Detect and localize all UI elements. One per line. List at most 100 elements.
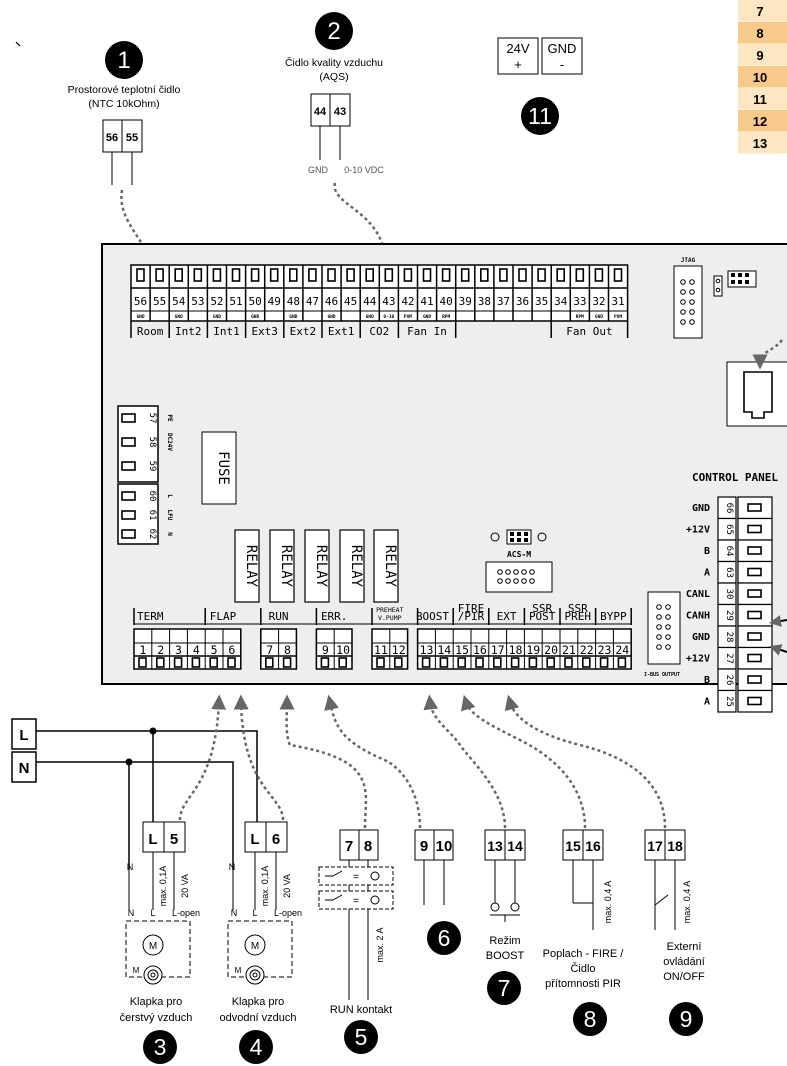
boost-caption-2: BOOST: [486, 950, 525, 962]
terminal-number: 36: [516, 295, 529, 308]
terminal-number: 44: [363, 295, 377, 308]
terminal-group-label: Ext2: [290, 325, 317, 338]
terminal-number: 43: [382, 295, 395, 308]
run-max-current: max. 2 A: [375, 927, 385, 962]
terminal-sublabel: 0-10: [383, 314, 394, 320]
ibus-header: [647, 591, 681, 665]
legend-item: 8: [756, 26, 763, 41]
ext-caption-3: ON/OFF: [663, 971, 705, 983]
terminal-sublabel: GND: [289, 314, 297, 320]
terminal-number: 42: [401, 295, 414, 308]
relay: [234, 529, 260, 603]
badge-4-number: 4: [250, 1034, 263, 1060]
relay-label: RELAY: [382, 545, 398, 588]
terminal-number: 47: [306, 295, 319, 308]
terminal-number: 4: [193, 643, 200, 657]
control-panel-label: GND: [692, 503, 710, 514]
terminal-screw: [346, 268, 355, 282]
badge-8-number: 8: [584, 1006, 597, 1032]
damper3-spring-icon: [143, 965, 163, 985]
terminal-number: 55: [153, 295, 166, 308]
legend-row: [738, 88, 787, 110]
terminal-sublabel: GND: [327, 314, 335, 320]
terminal-screw: [518, 268, 527, 282]
terminal-screw: [138, 657, 147, 668]
terminal-number: 17: [491, 643, 505, 657]
relay-label: RELAY: [348, 545, 364, 588]
terminal-screw: [581, 657, 591, 668]
terminal-screw: [191, 657, 201, 668]
damper3-wire-open: L-open: [172, 908, 200, 918]
badge-11-number: 11: [528, 103, 552, 129]
legend-row: [738, 44, 787, 66]
badge-2-number: 2: [327, 18, 340, 45]
terminal-screw: [269, 268, 279, 282]
control-panel-label: A: [704, 568, 710, 579]
terminal-number: 37: [497, 295, 510, 308]
ext-pin-18: 18: [667, 838, 683, 854]
control-panel-label: B: [704, 675, 710, 686]
acs-m-label: ACS-M: [507, 550, 531, 559]
terminal-screw: [441, 268, 451, 282]
exhaust-air-damper-callout: N L 6 max. 0,1A 20 VA N L L-open M M Kla…: [219, 694, 302, 1064]
damper3-wire-N: N: [128, 908, 135, 918]
damper4-wire-open: L-open: [274, 908, 302, 918]
power-pin-label: LFU: [166, 510, 173, 521]
control-panel-pin: 29: [724, 610, 734, 621]
terminal-number: 56: [134, 295, 147, 308]
damper4-pin-6: 6: [272, 831, 280, 848]
jtag-label: JTAG: [681, 257, 696, 264]
damper3-pin-5: 5: [170, 831, 178, 848]
fire-caption-1: Poplach - FIRE /: [543, 948, 625, 960]
damper3-caption-1: Klapka pro: [130, 996, 183, 1008]
terminal-number: 46: [325, 295, 338, 308]
terminal-screw: [121, 413, 136, 423]
terminal-screw: [475, 657, 484, 668]
terminal-screw: [376, 657, 385, 668]
badge-1-number: 1: [117, 47, 130, 74]
fuse-label: FUSE: [215, 451, 231, 485]
terminal-screw: [384, 268, 394, 282]
badge-3: [143, 1030, 177, 1064]
terminal-number: 3: [175, 643, 182, 657]
boost-pin-13: 13: [487, 838, 503, 854]
terminal-screw: [556, 268, 566, 282]
legend-row: [738, 110, 787, 132]
badge-9-number: 9: [680, 1006, 693, 1032]
terminal-number: 53: [191, 295, 204, 308]
terminal-number: 7: [266, 643, 273, 657]
terminal-screw: [320, 657, 330, 668]
terminal-number: 15: [455, 643, 469, 657]
run-caption: RUN kontakt: [330, 1004, 392, 1016]
power-pin-number: 58: [147, 437, 157, 448]
run-pin-7: 7: [345, 838, 353, 855]
terminal-number: 51: [229, 295, 242, 308]
terminal-screw: [747, 696, 762, 706]
v24-label: 24V: [506, 41, 529, 56]
terminal-sublabel: PVM: [404, 314, 412, 320]
bottom-group-label: POST: [529, 610, 556, 623]
air-quality-sensor-callout: 2 Čidlo kvality vzduchu (AQS) 44 43 GND …: [285, 12, 392, 265]
terminal-screw: [747, 653, 762, 663]
terminal-screw: [747, 632, 762, 641]
legend-row: [738, 66, 787, 88]
terminal-screw: [121, 461, 136, 471]
terminal-screw: [338, 657, 348, 668]
damper3-caption-2: čerstvý vzduch: [120, 1012, 193, 1024]
fire-pin-16: 16: [585, 838, 601, 854]
terminal-number: 12: [392, 643, 406, 657]
aqs-wire-gnd: GND: [308, 165, 329, 175]
badge-3-number: 3: [154, 1034, 167, 1060]
terminal-number: 10: [336, 643, 350, 657]
control-panel-pin: 66: [724, 503, 734, 514]
terminal-screw: [747, 503, 762, 512]
terminal-number: 41: [420, 295, 433, 308]
terminal-number: 34: [554, 295, 568, 308]
fire-caption-3: přítomnosti PIR: [545, 978, 621, 990]
terminal-screw: [457, 657, 467, 668]
badge-7-number: 7: [498, 975, 511, 1001]
badge-2: [315, 12, 353, 50]
neutral-N-label: N: [19, 760, 30, 777]
